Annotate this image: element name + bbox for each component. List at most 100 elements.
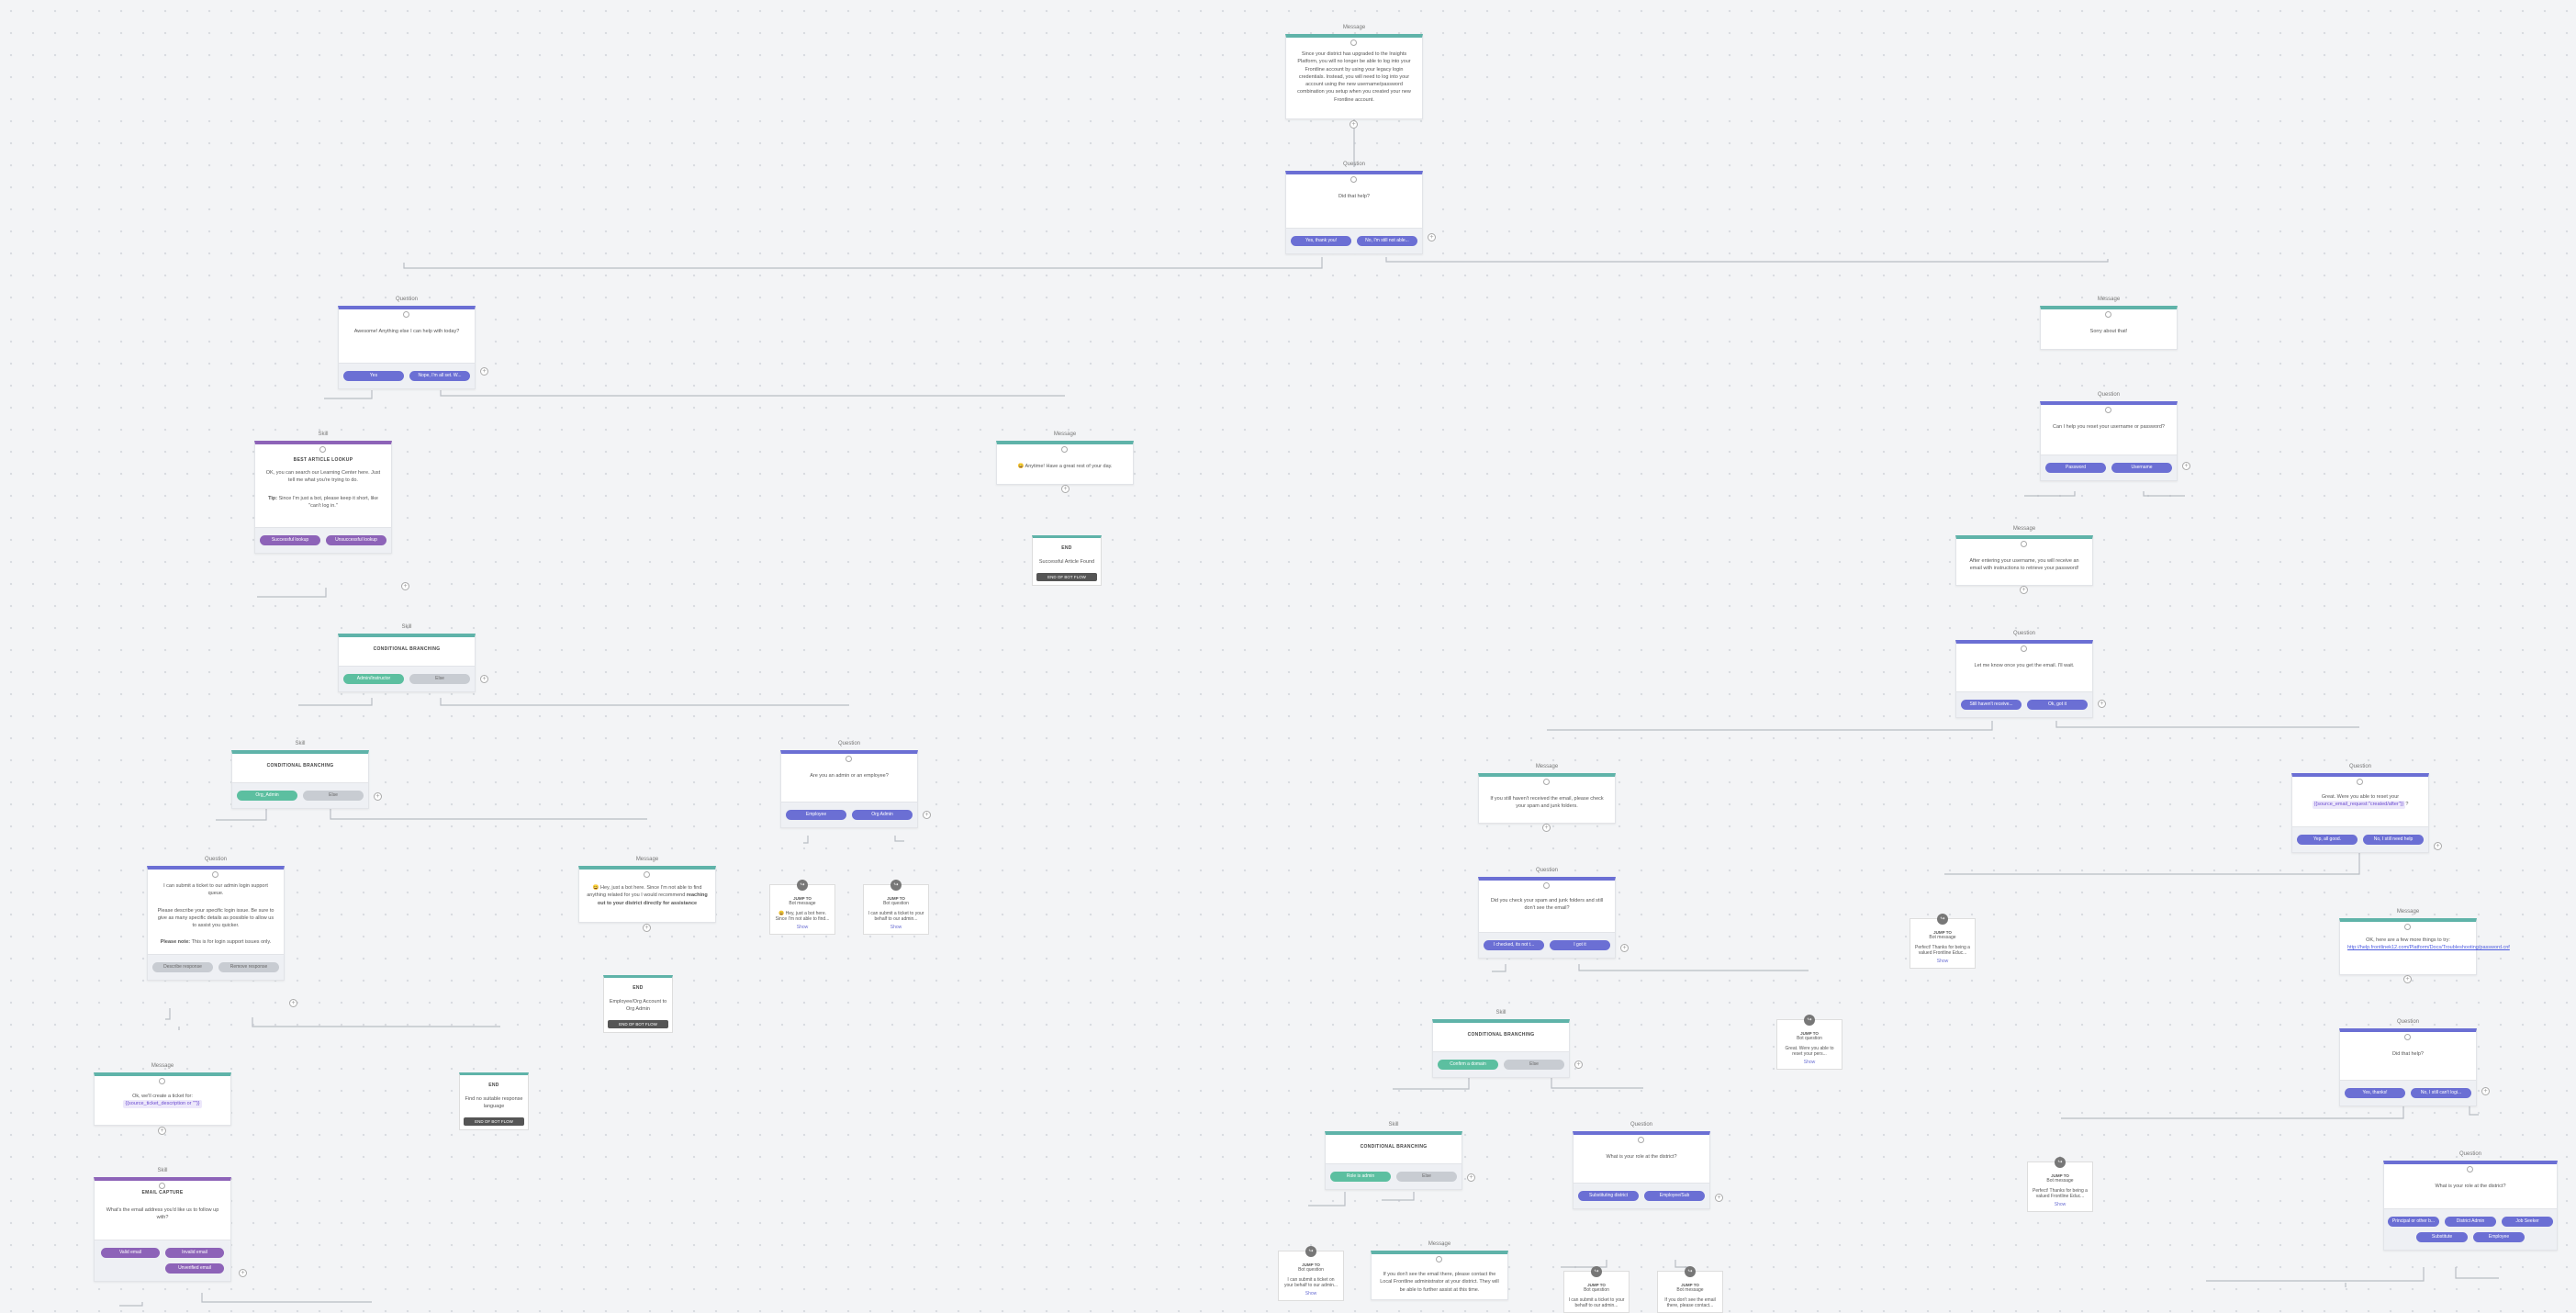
question-node-email-wait[interactable]: Question Let me know once you get the em… <box>1955 631 2093 718</box>
message-node-upgrade[interactable]: Message Since your district has upgraded… <box>1285 25 1423 119</box>
message-node-contact-admin[interactable]: Message If you don't see the email there… <box>1371 1241 1508 1300</box>
jump-node[interactable]: ↪ JUMP TO Bot question I can submit a ti… <box>863 880 929 935</box>
answer-button[interactable]: No, I'm still not able... <box>1357 236 1417 246</box>
question-node-ticket[interactable]: Question I can submit a ticket to our ad… <box>147 857 285 981</box>
input-port[interactable] <box>644 871 650 878</box>
add-step-button[interactable]: + <box>1350 120 1358 129</box>
question-node-reset-confirm[interactable]: Question Great. Were you able to reset y… <box>2291 764 2429 853</box>
answer-button[interactable]: Yes, thanks! <box>2345 1088 2405 1098</box>
add-branch-button[interactable]: + <box>1467 1173 1475 1182</box>
jump-show-link[interactable]: Show <box>890 925 902 930</box>
add-answer-button[interactable]: + <box>2098 700 2106 708</box>
skill-node-email-capture[interactable]: Skill EMAIL CAPTURE What's the email add… <box>94 1168 231 1282</box>
add-answer-button[interactable]: + <box>2481 1087 2490 1095</box>
jump-show-link[interactable]: Show <box>796 925 809 930</box>
end-node[interactable]: END Find no suitable response language E… <box>459 1072 529 1130</box>
add-answer-button[interactable]: + <box>1620 944 1629 952</box>
skill-node-article-lookup[interactable]: Skill BEST ARTICLE LOOKUP OK, you can se… <box>254 432 392 554</box>
answer-button[interactable]: I checked, its not t... <box>1484 940 1544 950</box>
question-node-checked-spam[interactable]: Question Did you check your spam and jun… <box>1478 868 1616 959</box>
input-port[interactable] <box>846 756 852 762</box>
question-node-role-2[interactable]: Question What is your role at the distri… <box>2383 1151 2558 1251</box>
question-node-reset[interactable]: Question Can I help you reset your usern… <box>2040 392 2178 481</box>
message-node-great-day[interactable]: Message 😀 Anytime! Have a great rest of … <box>996 432 1134 485</box>
jump-show-link[interactable]: Show <box>1305 1291 1317 1296</box>
add-step-button[interactable]: + <box>158 1127 166 1135</box>
jump-show-link[interactable]: Show <box>2054 1202 2066 1207</box>
branch-else-button[interactable]: Else <box>409 673 470 684</box>
message-node-check-spam[interactable]: Message If you still haven't received th… <box>1478 764 1616 824</box>
branch-else-button[interactable]: Else <box>1396 1171 1457 1182</box>
input-port[interactable] <box>2105 311 2111 318</box>
skill-node-branch-role[interactable]: Skill CONDITIONAL BRANCHING Role is admi… <box>1325 1122 1462 1190</box>
jump-node[interactable]: ↪ JUMP TO Bot message If you don't see t… <box>1657 1266 1723 1313</box>
question-node-did-help[interactable]: Question Did that help? Yes, thank you! … <box>1285 162 1423 254</box>
end-node[interactable]: END Employee/Org Account to Org Admin EN… <box>603 975 673 1033</box>
input-port[interactable] <box>1543 779 1550 785</box>
add-answer-button[interactable]: + <box>923 811 931 819</box>
jump-show-link[interactable]: Show <box>1803 1060 1816 1065</box>
answer-button[interactable]: Still haven't receive... <box>1961 700 2022 710</box>
answer-button[interactable]: No, I still need help <box>2363 835 2424 845</box>
add-step-button[interactable]: + <box>1061 485 1070 493</box>
input-port[interactable] <box>2021 645 2027 652</box>
jump-node[interactable]: ↪ JUMP TO Bot message Perfect! Thanks fo… <box>1910 914 1976 969</box>
skill-node-branch-org-admin[interactable]: Skill CONDITIONAL BRANCHING Org_Admin El… <box>231 741 369 809</box>
answer-button[interactable]: No, I still can't logi... <box>2411 1088 2471 1098</box>
answer-button[interactable]: District Admin <box>2445 1217 2496 1227</box>
answer-button[interactable]: Yes, thank you! <box>1291 236 1351 246</box>
input-port[interactable] <box>2404 924 2411 930</box>
input-port[interactable] <box>1638 1137 1644 1143</box>
question-node-did-help-2[interactable]: Question Did that help? Yes, thanks! No,… <box>2339 1019 2477 1106</box>
add-step-button[interactable]: + <box>643 924 651 932</box>
add-answer-button[interactable]: + <box>480 367 488 376</box>
help-article-link[interactable]: http://help.frontlinek12.com/Platform/Do… <box>2347 945 2510 951</box>
input-port[interactable] <box>2467 1166 2473 1173</box>
add-answer-button[interactable]: + <box>2434 842 2442 850</box>
input-port[interactable] <box>159 1183 165 1189</box>
input-port[interactable] <box>159 1078 165 1084</box>
answer-button[interactable]: Substituting district <box>1578 1191 1639 1201</box>
answer-button[interactable]: Job Seeker <box>2502 1217 2553 1227</box>
answer-button[interactable]: Yes <box>343 371 404 381</box>
message-node-escalate[interactable]: Message 😀 Hey, just a bot here. Since I'… <box>578 857 716 923</box>
outcome-button[interactable]: Unsuccessful lookup <box>326 534 386 545</box>
answer-button[interactable]: Substitute <box>2416 1232 2468 1242</box>
add-answer-button[interactable]: + <box>1428 233 1436 241</box>
answer-button[interactable]: Employee/Sub <box>1644 1191 1705 1201</box>
input-port[interactable] <box>1061 446 1068 453</box>
branch-button[interactable]: Admin/Instructor <box>343 673 404 684</box>
input-port[interactable] <box>1350 39 1357 46</box>
add-answer-button[interactable]: + <box>2182 462 2190 470</box>
jump-node[interactable]: ↪ JUMP TO Bot question I can submit a ti… <box>1278 1246 1344 1301</box>
answer-button[interactable]: Remove response <box>218 961 279 972</box>
outcome-button[interactable]: Invalid email <box>165 1248 224 1258</box>
jump-node[interactable]: ↪ JUMP TO Bot message 😀 Hey, just a bot … <box>769 880 835 935</box>
answer-button[interactable]: Principal or other b... <box>2388 1217 2439 1227</box>
input-port[interactable] <box>2404 1034 2411 1040</box>
input-port[interactable] <box>1436 1256 1442 1262</box>
message-node-sorry[interactable]: Message Sorry about that! <box>2040 297 2178 350</box>
input-port[interactable] <box>212 871 218 878</box>
end-node[interactable]: END Successful Article Found END OF BOT … <box>1032 535 1102 586</box>
jump-show-link[interactable]: Show <box>1936 959 1949 964</box>
add-step-button[interactable]: + <box>2020 586 2028 594</box>
outcome-button[interactable]: Unverified email <box>165 1263 224 1274</box>
answer-button[interactable]: Username <box>2111 463 2172 473</box>
message-node-ticket-created[interactable]: Message Ok, we'll create a ticket for: {… <box>94 1063 231 1126</box>
answer-button[interactable]: I got it <box>1550 940 1610 950</box>
add-branch-button[interactable]: + <box>480 675 488 683</box>
question-node-admin-employee[interactable]: Question Are you an admin or an employee… <box>780 741 918 828</box>
branch-button[interactable]: Org_Admin <box>237 790 297 801</box>
jump-node[interactable]: ↪ JUMP TO Bot question I can submit a ti… <box>1563 1266 1630 1313</box>
answer-button[interactable]: Nope, I'm all set. W... <box>409 371 470 381</box>
add-answer-button[interactable]: + <box>289 999 297 1007</box>
add-step-button[interactable]: + <box>2403 975 2412 983</box>
skill-node-branch-admin[interactable]: Skill CONDITIONAL BRANCHING Admin/Instru… <box>338 624 476 692</box>
question-node-role[interactable]: Question What is your role at the distri… <box>1573 1122 1710 1209</box>
branch-button[interactable]: Role is admin <box>1330 1171 1391 1182</box>
add-answer-button[interactable]: + <box>1715 1194 1723 1202</box>
input-port[interactable] <box>1350 176 1357 183</box>
input-port[interactable] <box>1543 882 1550 889</box>
